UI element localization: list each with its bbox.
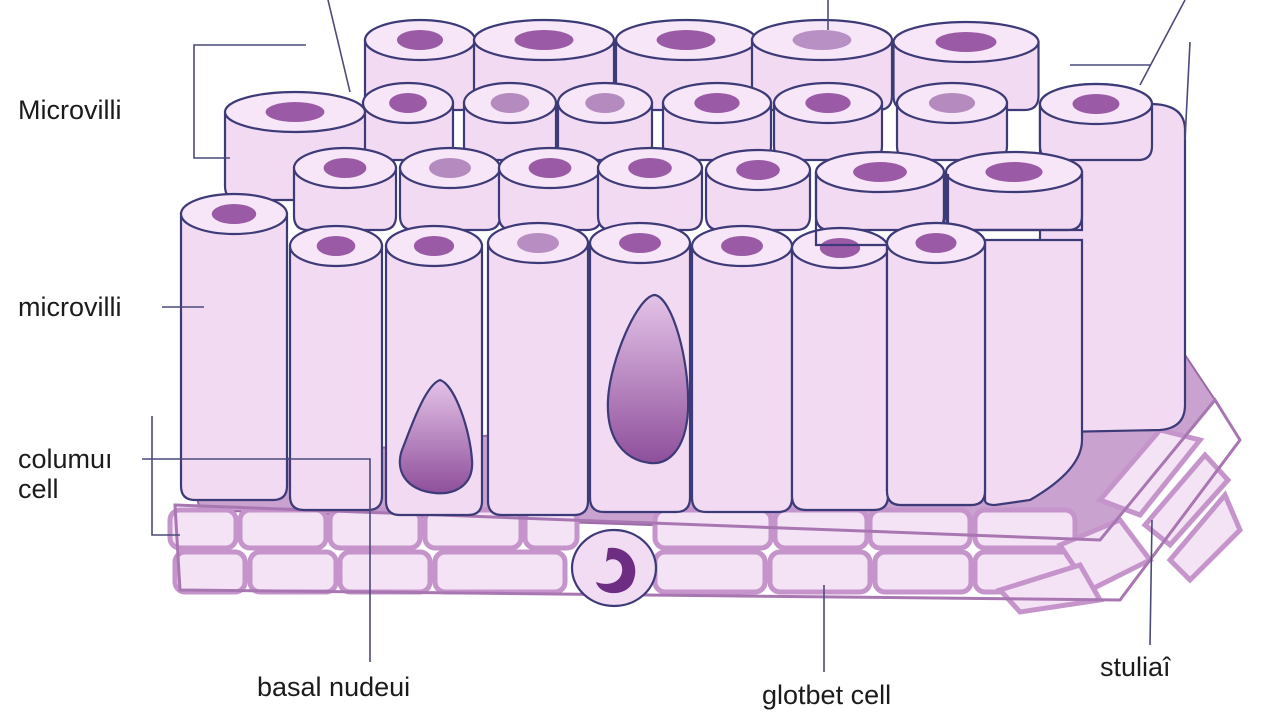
label-goblet-cell: glotbet cell [762,680,892,710]
nucleus [928,93,976,113]
nucleus [211,204,257,224]
label-microvilli-side: microvilli [18,292,122,322]
tissue-brick [1166,490,1243,584]
nucleus [396,30,444,50]
nucleus [792,30,852,50]
goblet-cell-left [398,378,474,495]
cell-row2-5 [895,81,1009,162]
nucleus [585,93,625,113]
cell-row3-2 [497,146,603,232]
nucleus [721,236,763,256]
nucleus [316,236,356,256]
tissue-brick [237,507,329,551]
nucleus [915,233,957,253]
cell-row3-3 [596,146,704,232]
cell-left-tall [179,192,289,502]
cell-row2-2 [556,81,654,162]
tissue-brick [247,549,339,595]
tissue-brick [432,549,568,595]
tissue-brick [767,549,873,595]
tissue-brick [652,549,768,595]
cell-front-0 [288,224,384,512]
nucleus [694,93,740,113]
nucleus [736,160,780,180]
tissue-brick [172,549,248,595]
cell-right-back [983,238,1084,507]
label-stroma: stuliaî [1100,652,1171,682]
cell-row3-0 [292,146,398,232]
nucleus [528,158,572,178]
cell-row2-top-right [1038,82,1154,162]
label-microvilli-top: Microvilli [18,95,122,125]
nucleus [389,93,427,113]
label-columnar-cell: columuı cell [18,444,113,504]
nucleus [853,162,907,182]
cell-front-2 [486,221,590,517]
nucleus [514,30,574,50]
tissue-brick [167,507,239,551]
goblet-cell-center [606,293,690,465]
lymphocyte [570,528,658,608]
nucleus [656,30,716,50]
nucleus [517,233,559,253]
cell-row3-1 [398,146,502,232]
nucleus [413,236,455,256]
cell-front-4 [690,224,794,514]
tissue-brick [1095,427,1205,518]
nucleus [323,158,367,178]
cell-row2-1 [462,81,558,162]
nucleus [490,93,530,113]
nucleus [819,238,861,258]
cell-front-6b [885,221,987,507]
nucleus [985,162,1043,182]
nucleus [805,93,851,113]
label-basal-nuclei: basal nudeui [257,672,411,702]
tissue-brick [652,507,774,551]
nucleus [265,102,325,122]
cell-row3-4 [704,148,812,232]
tissue-brick [867,507,973,551]
nucleus [619,233,661,253]
cell-row2-4 [772,81,884,162]
cell-row2-0 [361,81,455,162]
nucleus [1072,94,1120,114]
cell-row3-6 [944,150,1084,232]
tissue-brick [337,549,433,595]
nucleus [935,32,997,52]
tissue-brick [872,549,974,595]
nucleus [429,158,471,178]
nucleus [628,158,672,178]
cell-front-5 [790,226,890,512]
tissue-brick [1141,451,1232,549]
cell-row2-3 [661,81,773,162]
cell-row3-5 [814,150,946,232]
leader-lines [142,0,1191,672]
